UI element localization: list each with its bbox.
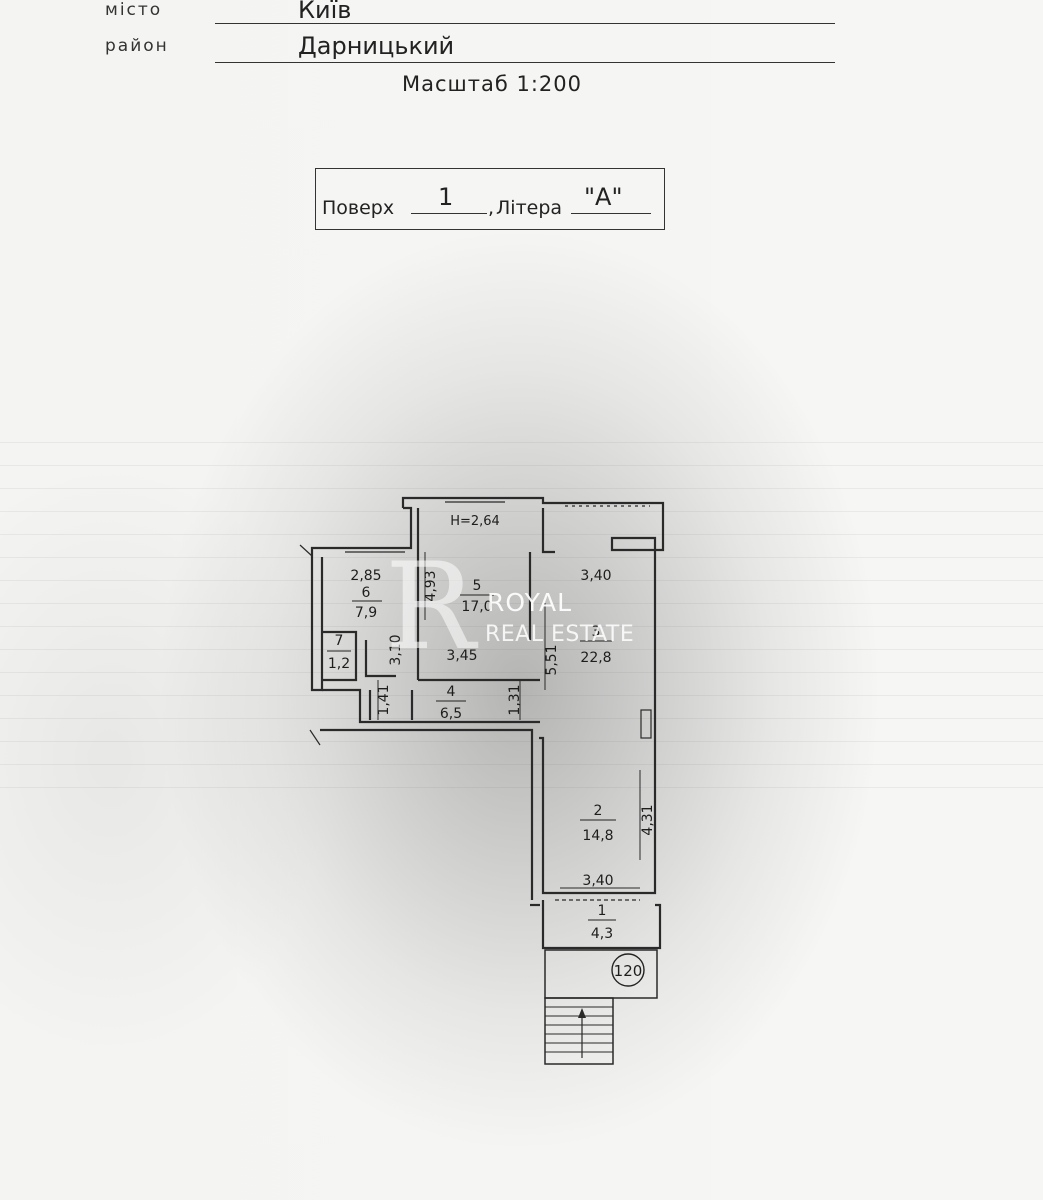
floor-letter-box: Поверх 1 , Літера "А" <box>315 168 665 230</box>
room3-number: 3 <box>592 624 601 640</box>
floor-label: Поверх <box>322 197 395 219</box>
district-label: район <box>105 36 169 56</box>
room1-area: 4,3 <box>591 926 613 942</box>
floor-separator: , <box>488 197 495 219</box>
room4-area: 6,5 <box>440 706 462 722</box>
floor-value: 1 <box>438 183 454 211</box>
letter-underline <box>571 213 651 214</box>
corridor-wall <box>320 728 534 900</box>
entrance-number: 120 <box>614 962 643 980</box>
city-value: Київ <box>298 0 352 24</box>
letter-value: "А" <box>584 183 623 211</box>
room2-number: 2 <box>594 803 603 819</box>
watermark-line1: ROYAL <box>487 588 573 617</box>
bleed-through-lines <box>0 420 1043 800</box>
room6-inner-wall <box>364 640 396 678</box>
floor-underline <box>411 213 487 214</box>
room6-number: 6 <box>362 585 371 601</box>
dim-room5-width: 3,45 <box>446 648 477 664</box>
room3-area: 22,8 <box>580 650 611 666</box>
room4-number: 4 <box>447 684 456 700</box>
watermark-line2: REAL ESTATE <box>485 622 635 647</box>
niche <box>640 709 652 739</box>
room4-bottom-wall <box>322 688 540 724</box>
dim-room2-width: 3,40 <box>582 873 613 889</box>
city-label: місто <box>105 0 163 20</box>
room1-number: 1 <box>598 903 607 919</box>
district-value: Дарницький <box>298 32 455 60</box>
city-rule <box>215 23 835 24</box>
room7-walls <box>322 630 358 682</box>
room5-area: 17,0 <box>461 599 492 615</box>
dim-room3-width: 3,40 <box>580 568 611 584</box>
dim-corridor: 3,10 <box>388 634 404 665</box>
ceiling-height: Н=2,64 <box>450 514 500 529</box>
dim-room2-height: 4,31 <box>640 804 656 835</box>
dim-room3-height: 5,51 <box>544 644 560 675</box>
room7-number: 7 <box>335 633 344 649</box>
stairs <box>544 997 614 1065</box>
scale-text: Масштаб 1:200 <box>402 72 582 96</box>
watermark-logo: R <box>385 538 476 677</box>
outer-wall-right <box>401 496 665 895</box>
dim-room4-left: 1,41 <box>376 684 392 715</box>
room6-area: 7,9 <box>355 605 377 621</box>
room5-right-wall-top <box>541 508 555 554</box>
dim-room6-width: 2,85 <box>350 568 381 584</box>
letter-label: Літера <box>496 197 563 219</box>
district-rule <box>215 62 835 63</box>
entrance-number-circle <box>611 953 645 987</box>
room2-area: 14,8 <box>582 828 613 844</box>
room7-area: 1,2 <box>328 656 350 672</box>
room5-number: 5 <box>473 578 482 594</box>
dim-room5-height: 4,93 <box>423 570 439 601</box>
entrance-walls <box>541 900 662 950</box>
dim-room4-right: 1,31 <box>507 684 523 715</box>
